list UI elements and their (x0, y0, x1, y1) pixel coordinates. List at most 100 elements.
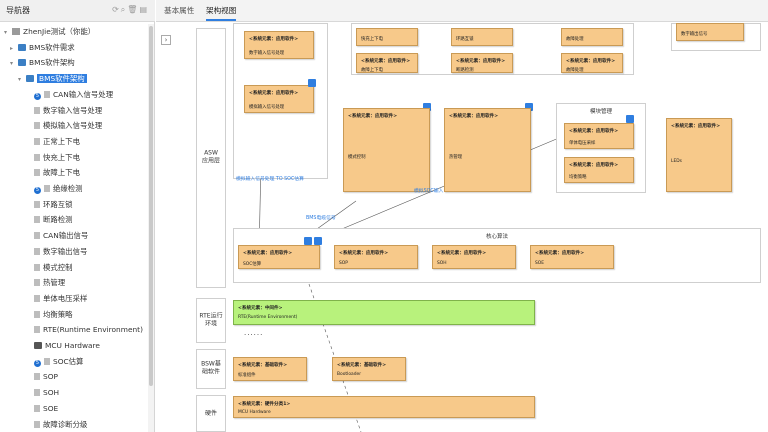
element-box[interactable]: <系统元素：基础软件>Bootloader (332, 357, 406, 381)
connector-label[interactable]: 模拟输入信号处理 TO SOC估算 (236, 177, 304, 182)
link-icon[interactable] (314, 237, 322, 245)
layer-rte[interactable]: RTE运行 环境 (196, 298, 226, 343)
element-name: 故障上下电 (361, 68, 383, 73)
link-icon[interactable] (304, 237, 312, 245)
connector-label[interactable]: 模拟SOC输入 (414, 189, 444, 194)
tree-item[interactable]: 故障诊断分级 (34, 417, 87, 432)
element-name: SOE (535, 261, 545, 266)
chevron-down-icon[interactable]: ▾ (10, 60, 14, 68)
tab-architecture-view[interactable]: 架构视图 (206, 5, 237, 21)
expand-panel-button[interactable]: › (161, 35, 171, 45)
tree-item[interactable]: 热管理 (34, 275, 65, 290)
element-box[interactable]: <系统元素：应用软件>SOC估算 (238, 245, 320, 269)
element-box[interactable]: <系统元素：应用软件>单体电压采样 (564, 123, 634, 149)
tree-item[interactable]: CAN输出信号 (34, 228, 88, 243)
tree-item[interactable]: SOH (34, 385, 59, 400)
element-box[interactable]: <系统元素：应用软件>SOE (530, 245, 614, 269)
connector-label[interactable]: BMS电缆信号 (306, 216, 336, 221)
tree-item[interactable]: 正常上下电 (34, 134, 80, 149)
tree-item-label: 数字输出信号 (43, 246, 88, 256)
element-name: RTE(Runtime Environment) (238, 315, 298, 320)
element-box[interactable]: <系统元素：应用软件>LEDs (666, 118, 732, 192)
tree-item[interactable]: SOE (34, 401, 58, 416)
architecture-canvas[interactable]: › ASW 应用层 RTE运行 环境 BSW基 础软件 硬件 模块管理 核心算法… (156, 23, 768, 432)
element-box[interactable]: 数字输出信号 (676, 23, 744, 41)
tab-basic-properties[interactable]: 基本属性 (164, 6, 195, 15)
tree-item-label: CAN输入信号处理 (53, 89, 114, 99)
element-box[interactable]: <系统元素：基础软件>标准组件 (233, 357, 307, 381)
tree-item[interactable]: 数字输入信号处理 (34, 103, 102, 118)
scrollbar-thumb[interactable] (149, 26, 153, 386)
layer-bsw-label: BSW基 础软件 (201, 360, 221, 376)
tree-item[interactable]: 快充上下电 (34, 150, 80, 165)
search-icon[interactable]: ⌕ (120, 5, 128, 14)
link-icon[interactable] (308, 79, 316, 87)
element-box[interactable]: <系统元素：应用软件>故障上下电 (356, 53, 418, 73)
element-box[interactable]: <系统元素：硬件分类1>MCU Hardware (233, 396, 535, 418)
chevron-down-icon[interactable]: ▾ (18, 76, 22, 84)
element-name: 标准组件 (238, 373, 256, 378)
element-box[interactable]: <系统元素：应用软件>断路检测 (451, 53, 513, 73)
link-icon[interactable] (525, 103, 533, 111)
tree-item[interactable]: ▾ZhenJie测试（你能） (4, 24, 95, 39)
document-icon (34, 247, 40, 255)
tree-item-label: 快充上下电 (43, 152, 80, 162)
layer-asw[interactable]: ASW 应用层 (196, 28, 226, 288)
element-box[interactable]: <系统元素：应用软件>数字输入信号处理 (244, 31, 314, 59)
element-header: <系统元素：中间件> (238, 306, 283, 311)
refresh-icon[interactable]: ⟳ (112, 5, 121, 14)
tree-item[interactable]: 故障上下电 (34, 165, 80, 180)
tree-item[interactable]: ▸BMS软件需求 (10, 40, 75, 55)
element-box[interactable]: <系统元素：应用软件>SOP (334, 245, 418, 269)
element-box[interactable]: <系统元素：应用软件>故障处理 (561, 53, 623, 73)
tree-item-label: SOH (43, 388, 60, 398)
tree-item[interactable]: 环路互锁 (34, 197, 73, 212)
tree-item[interactable]: 数字输出信号 (34, 244, 87, 259)
tree-item[interactable]: 均衡策略 (34, 307, 73, 322)
document-icon (34, 106, 40, 114)
element-name: SOH (437, 261, 447, 266)
element-box[interactable]: 快充上下电 (356, 28, 418, 46)
link-icon[interactable] (626, 115, 634, 123)
delete-icon[interactable]: 🗑 (127, 5, 140, 14)
chevron-down-icon[interactable]: ▾ (4, 29, 8, 36)
element-box[interactable]: 环路互锁 (451, 28, 513, 46)
element-name: 均衡策略 (569, 175, 587, 180)
tree-item-label: 数字输入信号处理 (43, 105, 103, 115)
element-header: <系统元素：硬件分类1> (238, 402, 291, 407)
element-box[interactable]: 故障处理 (561, 28, 623, 46)
navigator-header: 导航器 ⟳⌕🗑▤ (0, 0, 155, 22)
tree-item[interactable]: MCU Hardware (34, 338, 100, 353)
element-header: <系统元素：应用软件> (569, 163, 619, 168)
navigator-scrollbar[interactable] (148, 24, 154, 432)
tree-item-label: SOE (43, 403, 59, 413)
link-icon[interactable] (423, 103, 431, 111)
tree-item[interactable]: 模拟输入信号处理 (34, 118, 102, 133)
element-header: <系统元素：应用软件> (249, 91, 299, 96)
tree-item[interactable]: 断路检测 (34, 212, 73, 227)
tree-item[interactable]: SOP (34, 369, 58, 384)
layer-bsw[interactable]: BSW基 础软件 (196, 349, 226, 389)
layer-hardware[interactable]: 硬件 (196, 395, 226, 432)
document-icon (34, 153, 40, 161)
element-box[interactable]: <系统元素：应用软件> 均衡策略 (564, 157, 634, 183)
element-box[interactable]: <系统元素：应用软件>SOH (432, 245, 516, 269)
tree-item[interactable]: ▾BMS软件架构 (10, 55, 75, 70)
element-box[interactable]: <系统元素：应用软件>模式控制 (343, 108, 430, 192)
element-box[interactable]: <系统元素：应用软件>热管理 (444, 108, 531, 192)
hardware-icon (34, 342, 42, 349)
element-header: <系统元素：应用软件> (348, 114, 398, 119)
element-box[interactable]: <系统元素：应用软件>模拟输入信号处理 (244, 85, 314, 113)
document-icon (34, 216, 40, 224)
tree-item[interactable]: RTE(Runtime Environment) (34, 322, 143, 337)
document-icon (44, 185, 50, 192)
collapse-icon[interactable]: ▤ (139, 5, 149, 14)
tree-item[interactable]: 模式控制 (34, 260, 73, 275)
tree-item[interactable]: 单体电压采样 (34, 291, 87, 306)
tree-item[interactable]: ▾BMS软件架构 (18, 71, 87, 86)
chevron-right-icon[interactable]: ▸ (10, 44, 14, 52)
element-box-middleware[interactable]: <系统元素：中间件> RTE(Runtime Environment) (233, 300, 535, 325)
